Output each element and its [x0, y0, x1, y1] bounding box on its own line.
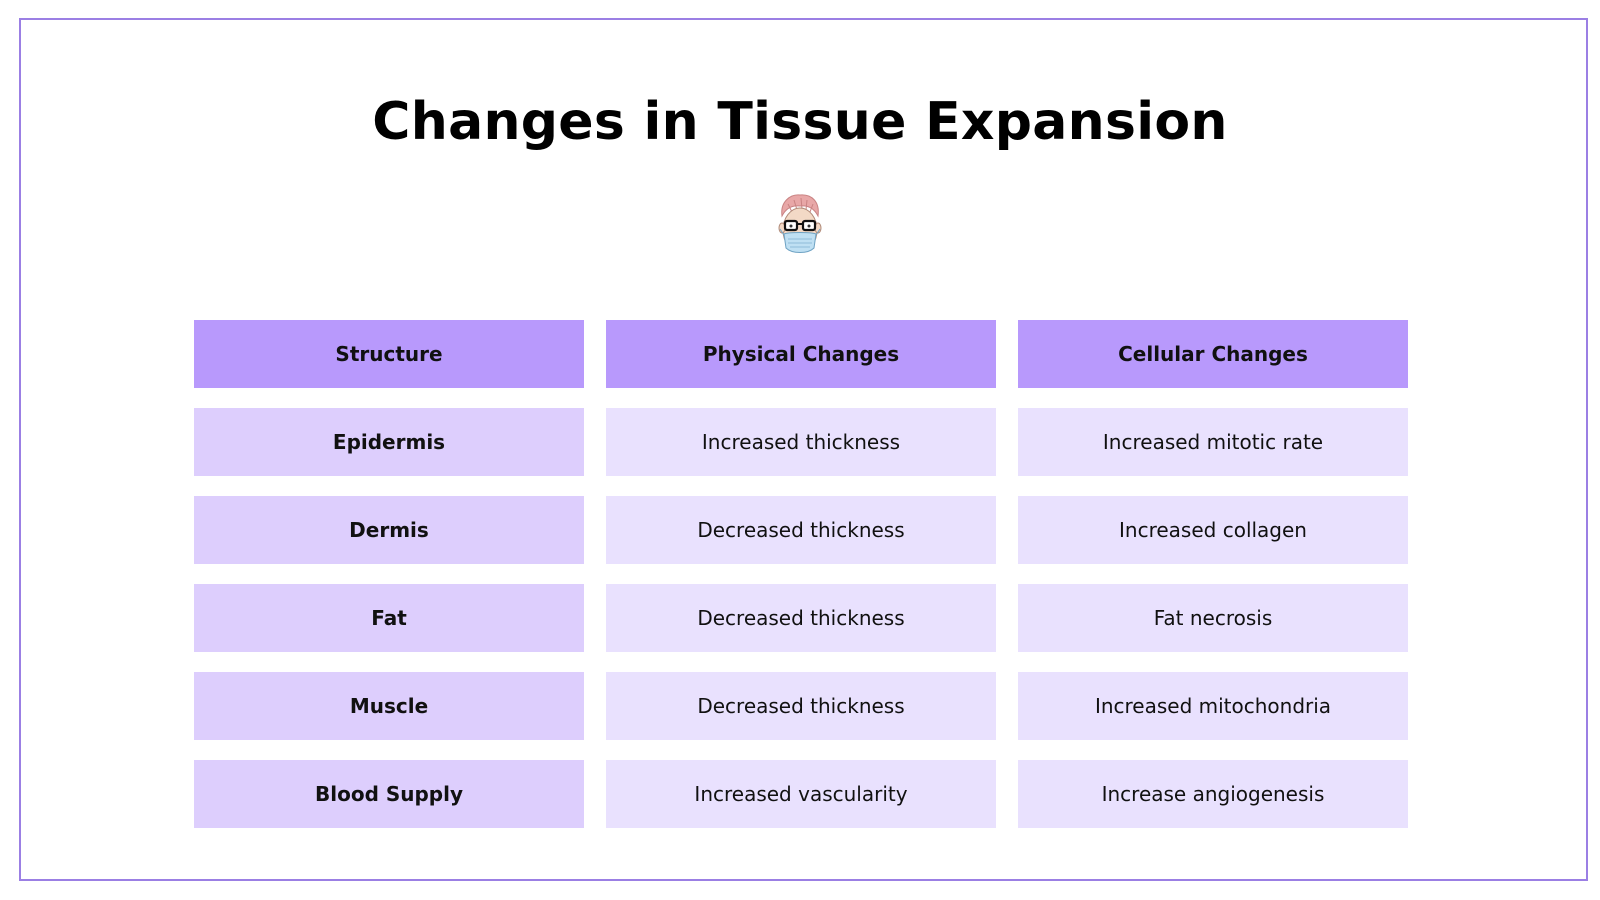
cellular-change-muscle: Increased mitochondria	[1018, 672, 1408, 740]
row-label-muscle: Muscle	[194, 672, 584, 740]
physical-change-epidermis: Increased thickness	[606, 408, 996, 476]
tissue-changes-table: Structure Physical Changes Cellular Chan…	[194, 320, 1408, 828]
physical-change-muscle: Decreased thickness	[606, 672, 996, 740]
doctor-avatar-icon	[778, 194, 822, 253]
cellular-change-epidermis: Increased mitotic rate	[1018, 408, 1408, 476]
cellular-change-dermis: Increased collagen	[1018, 496, 1408, 564]
slide-frame	[19, 18, 1588, 881]
column-header-physical-changes: Physical Changes	[606, 320, 996, 388]
row-label-dermis: Dermis	[194, 496, 584, 564]
page-title: Changes in Tissue Expansion	[372, 92, 1228, 152]
row-label-blood-supply: Blood Supply	[194, 760, 584, 828]
row-label-fat: Fat	[194, 584, 584, 652]
row-label-epidermis: Epidermis	[194, 408, 584, 476]
cellular-change-fat: Fat necrosis	[1018, 584, 1408, 652]
column-header-structure: Structure	[194, 320, 584, 388]
cellular-change-blood-supply: Increase angiogenesis	[1018, 760, 1408, 828]
column-header-cellular-changes: Cellular Changes	[1018, 320, 1408, 388]
physical-change-blood-supply: Increased vascularity	[606, 760, 996, 828]
physical-change-dermis: Decreased thickness	[606, 496, 996, 564]
physical-change-fat: Decreased thickness	[606, 584, 996, 652]
